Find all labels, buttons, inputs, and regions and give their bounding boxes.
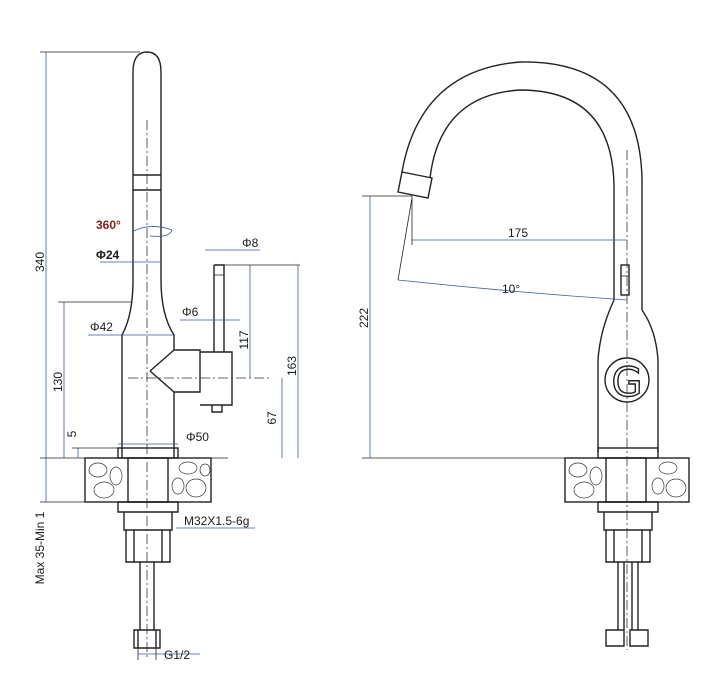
gooseneck-inner: [429, 89, 615, 300]
dim-height-handle-top: 117: [237, 330, 251, 349]
body-neck: [121, 279, 175, 458]
spout-tip: [397, 171, 433, 199]
dim-tilt: 10°: [502, 282, 520, 296]
front-view: G 222 175 10°: [357, 61, 690, 650]
front-stone-texture: [568, 461, 687, 499]
front-dimensions: [362, 195, 628, 459]
dim-deck-thickness: Max 35-Min 1: [33, 511, 47, 584]
handle-lever: [213, 264, 225, 352]
dim-height-handle-axis: 67: [265, 411, 279, 425]
dim-height-handle: 163: [285, 356, 299, 376]
dim-rotation: 360°: [96, 218, 121, 232]
dim-base-offset: 5: [65, 430, 79, 437]
dim-inlet: G1/2: [164, 648, 190, 662]
handle-cartridge: [149, 349, 201, 393]
dim-base-dia: Φ50: [186, 430, 209, 444]
front-handle-lever: [620, 264, 630, 296]
dim-spout-height: 222: [357, 308, 371, 328]
dim-height-total: 340: [33, 252, 47, 272]
dim-handle-dia-small: Φ6: [182, 305, 199, 319]
shank: [127, 457, 169, 503]
dim-thread: M32X1.5-6g: [184, 514, 249, 528]
dim-height-body: 130: [51, 372, 65, 392]
dim-spout-dia: Φ24: [96, 248, 120, 262]
front-shank: [605, 457, 647, 503]
stone-texture: [88, 461, 211, 499]
mounting-parts: [117, 501, 179, 630]
dim-body-dia: Φ42: [90, 320, 113, 334]
spout-tube: [132, 51, 162, 280]
front-base-plate: [597, 447, 659, 459]
front-body: [597, 299, 659, 452]
dim-handle-dia: Φ8: [242, 236, 259, 250]
side-dimensions: [40, 51, 300, 660]
side-view: 340 360° Φ24 Φ8 Φ6 Φ42 130 117 163 67 5 …: [33, 51, 300, 662]
base-plate: [117, 447, 179, 459]
front-mounting-parts: [597, 501, 659, 630]
handle-knob: [200, 351, 233, 413]
front-inlet-fittings: [605, 629, 649, 647]
dim-reach: 175: [508, 226, 528, 240]
gooseneck-spout: [401, 61, 643, 310]
